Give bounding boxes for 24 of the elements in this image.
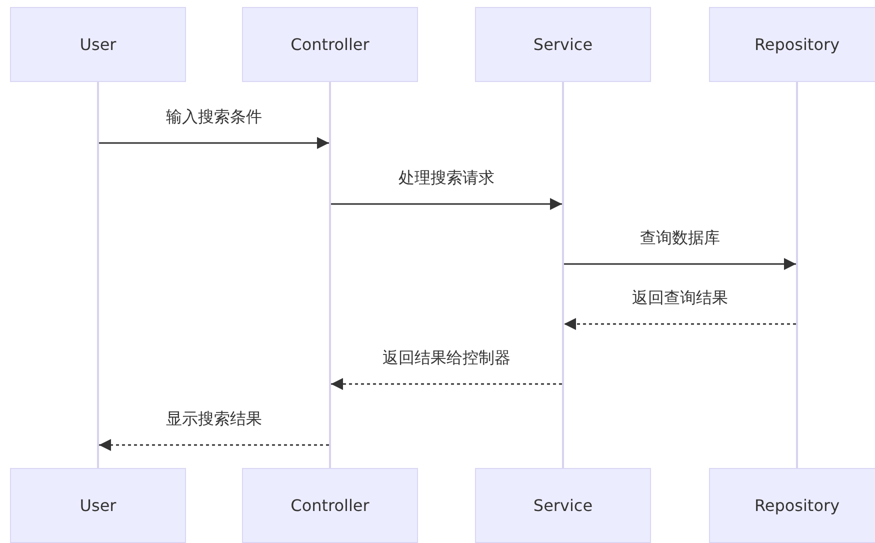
arrow bbox=[99, 137, 329, 149]
participant-box: Controller bbox=[242, 7, 418, 82]
participant-box: Service bbox=[475, 468, 651, 543]
participant-box: User bbox=[10, 468, 186, 543]
participant-box: Repository bbox=[709, 468, 875, 543]
dashed-arrow bbox=[99, 439, 329, 451]
lifeline bbox=[329, 82, 331, 468]
message-label: 显示搜索结果 bbox=[166, 409, 262, 429]
arrow bbox=[564, 258, 796, 270]
message-label: 处理搜索请求 bbox=[398, 168, 494, 188]
arrow bbox=[331, 198, 562, 210]
lifeline bbox=[796, 82, 798, 468]
message-label: 返回结果给控制器 bbox=[382, 348, 510, 368]
lifeline bbox=[562, 82, 564, 468]
message-label: 查询数据库 bbox=[640, 228, 720, 248]
message-label: 输入搜索条件 bbox=[166, 107, 262, 127]
participant-box: User bbox=[10, 7, 186, 82]
dashed-arrow bbox=[331, 378, 562, 390]
participant-box: Service bbox=[475, 7, 651, 82]
participant-box: Controller bbox=[242, 468, 418, 543]
message-label: 返回查询结果 bbox=[632, 288, 728, 308]
dashed-arrow bbox=[564, 318, 796, 330]
lifeline bbox=[97, 82, 99, 468]
participant-box: Repository bbox=[709, 7, 875, 82]
